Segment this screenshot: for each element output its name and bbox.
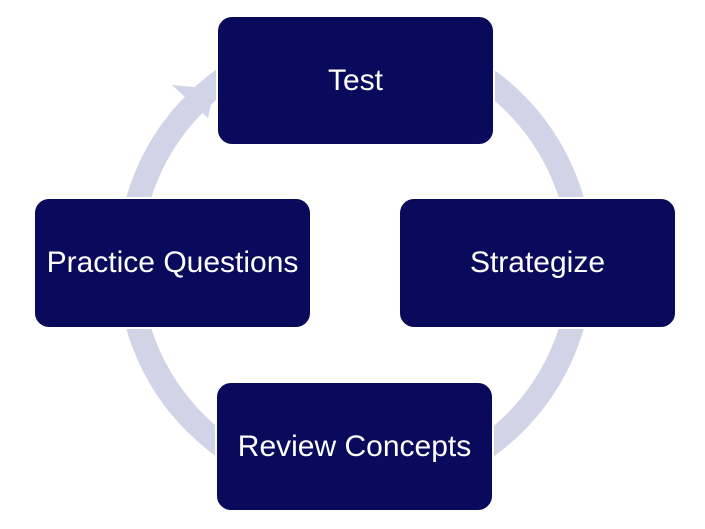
step-strategize-label: Strategize bbox=[469, 246, 606, 279]
step-test-label: Test bbox=[327, 63, 384, 97]
step-review-concepts-label: Review Concepts bbox=[237, 429, 472, 463]
step-practice-questions-label: Practice Questions bbox=[46, 246, 299, 279]
step-practice-questions: Practice Questions bbox=[33, 197, 312, 329]
step-test: Test bbox=[216, 15, 495, 146]
step-strategize: Strategize bbox=[398, 197, 677, 329]
step-review-concepts: Review Concepts bbox=[215, 381, 494, 512]
cycle-arrowhead bbox=[172, 85, 214, 118]
